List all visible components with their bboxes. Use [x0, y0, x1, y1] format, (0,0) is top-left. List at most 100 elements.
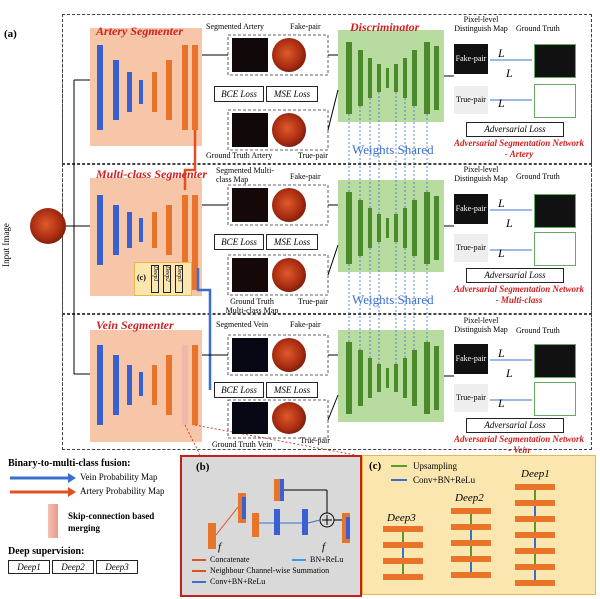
panel-b-neighbour: Neighbour Channel-wise Summation — [210, 566, 330, 575]
deep2-stack — [451, 508, 491, 578]
gt-black-3 — [534, 344, 576, 378]
loss-d1-1: L — [498, 46, 505, 60]
panel-c-deep1: Deep1 — [521, 468, 550, 480]
true-pair-map-label-2: True-pair — [456, 243, 486, 252]
panel-c-diagram — [383, 465, 555, 586]
pixel-map-label-2: Pixel-level Distinguish Map — [454, 165, 508, 183]
fundus-true-1 — [272, 113, 306, 147]
panel-b-conv: Conv+BN+ReLu — [210, 577, 266, 586]
deep1-vert: Deep1 — [151, 265, 159, 293]
weights-shared-2: Weights Shared — [352, 292, 434, 307]
fake-pair-map-1 — [454, 44, 488, 74]
legend-title: Binary-to-multi-class fusion: — [8, 458, 131, 469]
legend-deep3: Deep3 — [96, 560, 138, 574]
gt-white-3 — [534, 382, 576, 416]
pair-arrows — [202, 54, 339, 421]
true-pair-label-1: True-pair — [298, 151, 328, 160]
loss-d2-2: L — [498, 246, 505, 260]
gt-white-2 — [534, 232, 576, 266]
fundus-true-3 — [272, 402, 306, 434]
gt-vein-img — [232, 402, 268, 434]
fusion-arrows — [183, 130, 212, 390]
fake-pair-label-3: Fake-pair — [290, 320, 321, 329]
panel-c-label: (c) — [369, 460, 382, 472]
ground-truth-label-3: Ground Truth — [516, 326, 560, 335]
fundus-fake-2 — [272, 188, 306, 222]
panel-a-label: (a) — [4, 28, 17, 40]
fake-pair-label-2: Fake-pair — [290, 172, 321, 181]
pixel-map-label-3: Pixel-level Distinguish Map — [454, 316, 508, 334]
mse-loss-1: MSE Loss — [266, 86, 318, 102]
deep3-stack — [383, 526, 423, 580]
segmented-artery-img — [232, 38, 268, 72]
fake-pair-map-label-3: Fake-pair — [455, 354, 487, 363]
row-artery-frame — [62, 14, 592, 164]
bce-loss-1: BCE Loss — [214, 86, 264, 102]
mse-loss-3: MSE Loss — [266, 382, 318, 398]
legend-deep1: Deep1 — [8, 560, 50, 574]
adv-title-vein: Adversarial Segmentation Network - Vein — [453, 434, 584, 455]
gt-black-2 — [534, 194, 576, 228]
loss-g-3: L — [506, 366, 513, 380]
input-image — [30, 208, 66, 244]
zoom-lines — [184, 424, 356, 456]
gt-black-1 — [534, 44, 576, 78]
vein-segmenter-title: Vein Segmenter — [96, 318, 174, 332]
disc-output-arrows — [444, 75, 454, 377]
pixel-map-label-1: Pixel-level Distinguish Map — [454, 15, 508, 33]
deep1-stack — [515, 484, 555, 586]
loss-d2-3: L — [498, 396, 505, 410]
fundus-fake-3 — [272, 338, 306, 372]
legend-vein: Vein Probability Map — [80, 472, 158, 482]
mse-loss-2: MSE Loss — [266, 234, 318, 250]
true-pair-label-3: True-pair — [300, 436, 330, 445]
segmented-multiclass-img — [232, 188, 268, 222]
adversarial-loss-3: Adversarial Loss — [466, 418, 564, 433]
deep3-vert: Deep3 — [175, 265, 183, 293]
ground-truth-label-1: Ground Truth — [516, 24, 560, 33]
skip-connection-swatch — [48, 504, 58, 538]
artery-segmenter-title: Artery Segmenter — [96, 24, 183, 38]
row-multiclass-frame — [62, 164, 592, 314]
legend-skip: Skip-connection based merging — [68, 511, 155, 533]
gt-artery-img — [232, 113, 268, 147]
gt-multiclass-label: Ground Truth Multi-class Map — [225, 297, 279, 315]
gt-vein-label: Ground Truth Vein — [212, 440, 273, 449]
fake-pair-map-label-1: Fake-pair — [455, 54, 487, 63]
loss-arrows — [490, 59, 532, 401]
legend-deep-title: Deep supervision: — [8, 546, 85, 557]
panel-b-bnrelu: BN+ReLu — [310, 555, 344, 564]
legend-deep2: Deep2 — [52, 560, 94, 574]
loss-g-1: L — [506, 66, 513, 80]
fake-pair-map-3 — [454, 344, 488, 374]
panel-b-diagram — [192, 479, 350, 583]
adversarial-loss-2: Adversarial Loss — [466, 268, 564, 283]
row-vein-frame — [62, 314, 592, 450]
fundus-true-2 — [272, 258, 306, 292]
bce-loss-2: BCE Loss — [214, 234, 264, 250]
bce-loss-3: BCE Loss — [214, 382, 264, 398]
true-pair-map-1 — [454, 86, 488, 114]
panel-b: (b) f f Concatenate BN+ReLu Neighbour Ch… — [180, 455, 362, 597]
panel-c-deep3: Deep3 — [387, 512, 416, 524]
loss-d1-2: L — [498, 196, 505, 210]
panel-b-fo: f — [322, 541, 326, 553]
panel-c: (c) — [362, 455, 596, 595]
fake-pair-map-2 — [454, 194, 488, 224]
loss-d1-3: L — [498, 346, 505, 360]
multiclass-segmenter-title: Multi-class Segmenter — [96, 167, 208, 181]
loss-d2-1: L — [498, 96, 505, 110]
adv-title-artery: Adversarial Segmentation Network - Arter… — [453, 138, 584, 159]
ground-truth-label-2: Ground Truth — [516, 172, 560, 181]
true-pair-map-label-3: True-pair — [456, 393, 486, 402]
fake-pair-label-1: Fake-pair — [290, 22, 321, 31]
artery-segmenter-layers — [97, 45, 198, 130]
panel-c-deep2: Deep2 — [455, 492, 484, 504]
deep2-vert: Deep2 — [163, 265, 171, 293]
input-connectors — [66, 79, 90, 375]
weights-shared-lines — [348, 92, 428, 364]
deep-supervision-box: (c) Deep1 Deep2 Deep3 — [134, 262, 192, 296]
legend-arrows — [10, 473, 76, 497]
panel-b-f: f — [218, 541, 222, 553]
gt-artery-label: Ground Truth Artery — [206, 151, 273, 160]
